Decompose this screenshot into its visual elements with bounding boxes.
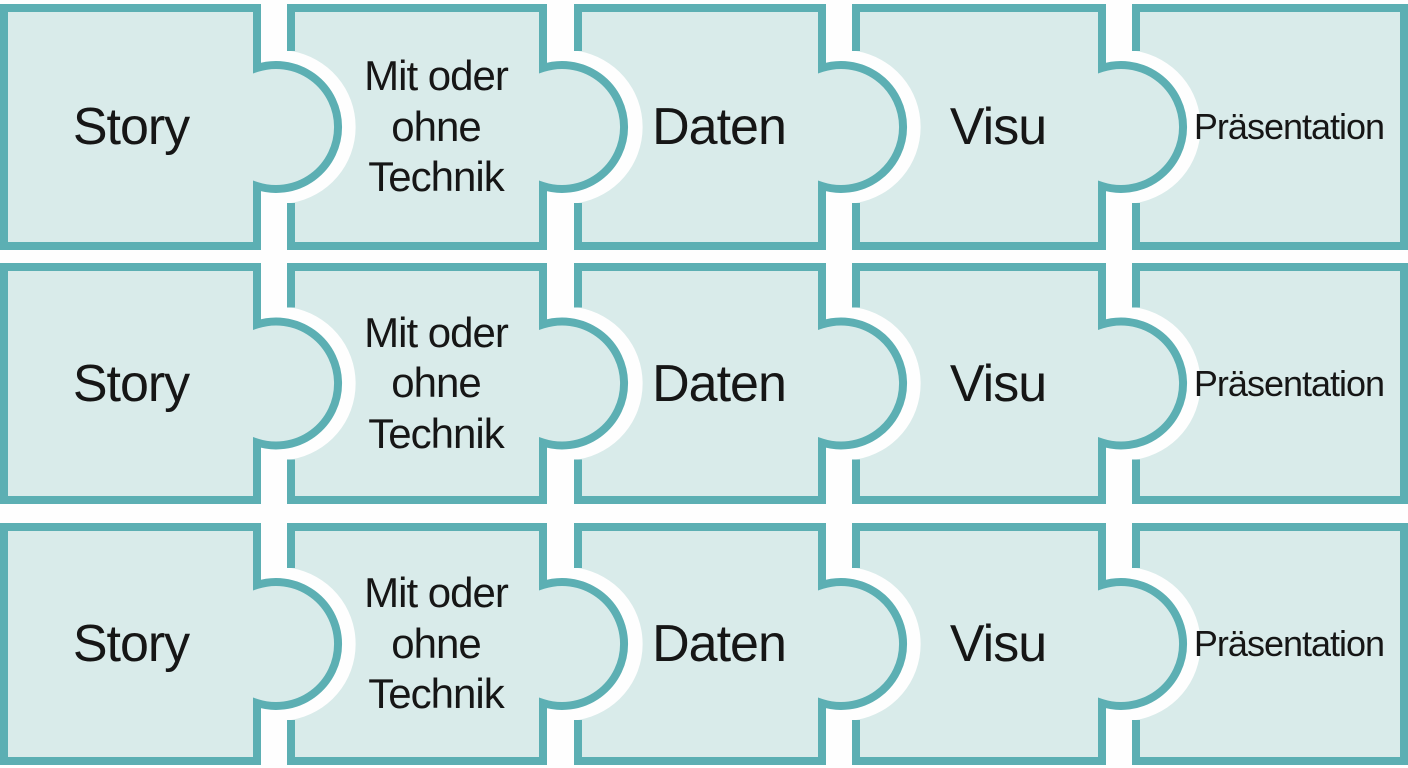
piece-border-shape <box>287 523 629 765</box>
piece-fill-shape <box>1136 527 1404 761</box>
puzzle-piece-r1-c3 <box>574 4 908 250</box>
puzzle-piece-r3-c2 <box>287 523 629 765</box>
puzzle-piece-r1-c1 <box>0 4 343 250</box>
puzzle-piece-r2-c1 <box>0 263 343 504</box>
puzzle-piece-r2-c2 <box>287 263 629 504</box>
piece-border-shape <box>574 4 908 250</box>
piece-border-shape <box>852 523 1188 765</box>
piece-fill-shape <box>1136 8 1404 246</box>
piece-border-shape <box>287 4 629 250</box>
puzzle-piece-r1-c5 <box>1132 4 1408 250</box>
puzzle-piece-r2-c4 <box>852 263 1188 504</box>
puzzle-piece-r3-c4 <box>852 523 1188 765</box>
piece-border-shape <box>287 263 629 504</box>
puzzle-piece-r2-c5 <box>1132 263 1408 504</box>
puzzle-piece-r2-c3 <box>574 263 908 504</box>
piece-border-shape <box>0 523 343 765</box>
puzzle-piece-r1-c4 <box>852 4 1188 250</box>
puzzle-piece-r1-c2 <box>287 4 629 250</box>
piece-border-shape <box>574 263 908 504</box>
piece-border-shape <box>852 263 1188 504</box>
piece-border-shape <box>1132 263 1408 504</box>
piece-border-shape <box>0 263 343 504</box>
puzzle-piece-r3-c1 <box>0 523 343 765</box>
puzzle-piece-r3-c5 <box>1132 523 1408 765</box>
piece-border-shape <box>1132 4 1408 250</box>
piece-border-shape <box>574 523 908 765</box>
piece-border-shape <box>0 4 343 250</box>
puzzle-piece-r3-c3 <box>574 523 908 765</box>
piece-fill-shape <box>1136 267 1404 500</box>
piece-border-shape <box>1132 523 1408 765</box>
piece-border-shape <box>852 4 1188 250</box>
